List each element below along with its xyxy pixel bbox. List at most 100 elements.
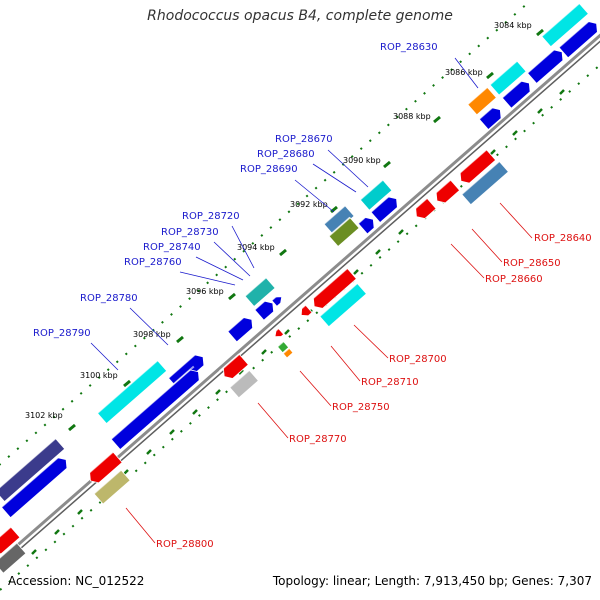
axis-tick-mark <box>383 160 391 169</box>
gene-rop-28770 <box>228 369 259 399</box>
gene-red-3 <box>411 197 437 219</box>
reverse-ruler-dash <box>146 449 152 455</box>
reverse-leader-line <box>353 324 389 359</box>
reverse-leader-line <box>257 402 289 439</box>
axis-tick-mark <box>536 28 544 37</box>
gene-rop-28650 <box>460 160 509 206</box>
forward-gene-label: ROP_28790 <box>33 328 91 339</box>
axis-tick-label: 3094 kbp <box>237 243 275 252</box>
gene-rop-28720 <box>244 276 276 308</box>
axis-tick-mark <box>279 248 287 257</box>
reverse-ruler-dash <box>192 409 198 415</box>
reverse-ruler-dash <box>490 149 496 155</box>
reverse-ruler-dash <box>123 469 129 475</box>
gene-rop-28670 <box>359 179 393 211</box>
gene-grey <box>0 542 27 574</box>
reverse-gene-label: ROP_28710 <box>361 377 419 388</box>
axis-tick-mark <box>68 423 76 432</box>
axis-tick-mark <box>433 115 441 124</box>
reverse-leader-line <box>125 507 156 544</box>
forward-gene-label: ROP_28780 <box>80 293 138 304</box>
forward-leader-line <box>312 163 357 193</box>
reverse-ruler-dash <box>54 529 60 535</box>
reverse-ruler-dash <box>353 269 359 275</box>
gene-blue-7 <box>253 297 275 321</box>
gene-rop-28630 <box>489 60 527 96</box>
gene-rop-28710 <box>318 282 367 328</box>
forward-gene-label: ROP_28740 <box>143 242 201 253</box>
reverse-ruler-dash <box>215 389 221 395</box>
reverse-ruler-dash <box>31 549 37 555</box>
axis-tick-mark <box>330 205 338 214</box>
gene-rop-28640 <box>455 148 497 184</box>
gene-blue-3 <box>501 77 531 109</box>
gene-blue-2 <box>526 45 564 85</box>
gene-rop-28790 <box>96 359 168 425</box>
forward-leader-line <box>231 225 255 269</box>
forward-leader-line <box>294 179 335 213</box>
forward-leader-line <box>129 307 169 346</box>
genome-summary-text: Topology: linear; Length: 7,913,450 bp; … <box>272 574 592 588</box>
genome-title: Rhodococcus opacus B4, complete genome <box>147 8 453 24</box>
forward-gene-label: ROP_28760 <box>124 257 182 268</box>
forward-leader-line <box>90 342 119 371</box>
forward-gene-label: ROP_28670 <box>275 134 333 145</box>
axis-tick-label: 3086 kbp <box>445 68 483 77</box>
reverse-leader-line <box>450 243 485 279</box>
gene-rop-28700 <box>308 267 357 309</box>
gene-rop-28800 <box>93 469 131 505</box>
axis-tick-label: 3102 kbp <box>25 411 63 420</box>
reverse-ruler-dash <box>284 329 290 335</box>
axis-tick-mark <box>176 335 184 344</box>
reverse-ruler-dash <box>261 349 267 355</box>
reverse-gene-label: ROP_28770 <box>289 434 347 445</box>
reverse-ruler-dash <box>77 509 83 515</box>
reverse-gene-label: ROP_28640 <box>534 233 592 244</box>
reverse-ruler-dash <box>559 89 565 95</box>
reverse-gene-label: ROP_28660 <box>485 274 543 285</box>
reverse-leader-line <box>499 202 533 239</box>
axis-tick-mark <box>228 292 236 301</box>
forward-leader-line <box>454 57 479 89</box>
gene-rop-28690 <box>323 204 355 236</box>
gene-blue-9 <box>226 313 254 343</box>
forward-leader-line <box>327 149 369 188</box>
gene-red-4 <box>297 304 313 317</box>
axis-tick-label: 3096 kbp <box>186 287 224 296</box>
forward-gene-label: ROP_28690 <box>240 164 298 175</box>
forward-gene-label: ROP_28630 <box>380 42 438 53</box>
reverse-leader-line <box>471 228 503 263</box>
gene-blue-11 <box>110 365 200 451</box>
forward-leader-line <box>213 241 251 277</box>
gene-red-7 <box>85 451 123 484</box>
reverse-ruler-dash <box>169 429 175 435</box>
reverse-leader-line <box>330 345 361 382</box>
forward-gene-label: ROP_28680 <box>257 149 315 160</box>
axis-tick-mark <box>486 71 494 80</box>
forward-gene-label: ROP_28730 <box>161 227 219 238</box>
gene-blue-4 <box>478 103 502 131</box>
gene-olive <box>328 216 360 248</box>
reverse-ruler-dash <box>512 130 518 136</box>
gene-red-8 <box>0 526 21 555</box>
reverse-ruler-dash <box>398 229 404 235</box>
gene-blue-12 <box>0 453 68 519</box>
accession-text: Accession: NC_012522 <box>8 574 145 588</box>
gene-cyan-top <box>540 2 589 48</box>
gene-blue-8 <box>270 292 283 307</box>
gene-blue-5 <box>370 192 398 224</box>
reverse-gene-label: ROP_28700 <box>389 354 447 365</box>
gene-darkblue <box>0 437 66 503</box>
axis-tick-label: 3088 kbp <box>393 112 431 121</box>
reverse-ruler-dash <box>375 249 381 255</box>
reverse-leader-line <box>299 370 332 407</box>
reverse-gene-label: ROP_28650 <box>503 258 561 269</box>
axis-tick-label: 3090 kbp <box>343 156 381 165</box>
reverse-ruler-dash <box>537 108 543 114</box>
genome-backbone-shadow <box>0 40 600 568</box>
gene-blue-6 <box>357 213 375 235</box>
gene-rop-28750 <box>282 347 294 359</box>
forward-gene-label: ROP_28720 <box>182 211 240 222</box>
gene-red-6 <box>218 353 249 379</box>
